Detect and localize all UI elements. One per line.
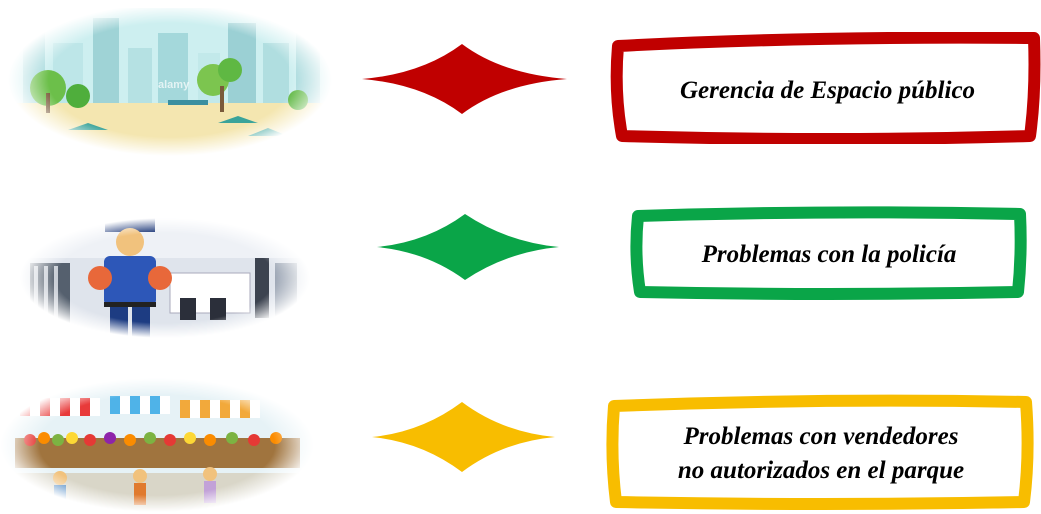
label-vendedores-line-1: Problemas con vendedores <box>683 423 959 450</box>
label-vendedores: Problemas con vendedores no autorizados … <box>606 394 1036 510</box>
label-policia: Problemas con la policía <box>701 241 957 268</box>
diagram-row-3: Problemas con vendedores no autorizados … <box>0 340 1041 514</box>
label-vendedores-line-2: no autorizados en el parque <box>677 457 965 484</box>
alamy-watermark: alamy <box>158 79 190 91</box>
diagram-row-2: Problemas con la policía <box>0 170 1041 340</box>
street-market-illustration <box>0 378 315 513</box>
diamond-arrow-3-icon <box>372 402 555 472</box>
city-park-illustration: alamy <box>8 8 333 158</box>
diamond-arrow-2-icon <box>377 214 559 280</box>
label-box-1: Gerencia de Espacio público <box>610 32 1041 144</box>
label-gerencia: Gerencia de Espacio público <box>679 77 976 104</box>
label-box-2: Problemas con la policía <box>630 206 1028 300</box>
label-box-3: Problemas con vendedores no autorizados … <box>606 394 1036 510</box>
diagram-row-1: alamy Gerencia de Espacio público <box>0 0 1041 170</box>
police-officer-illustration <box>20 218 310 338</box>
diamond-arrow-1-icon <box>362 44 567 114</box>
